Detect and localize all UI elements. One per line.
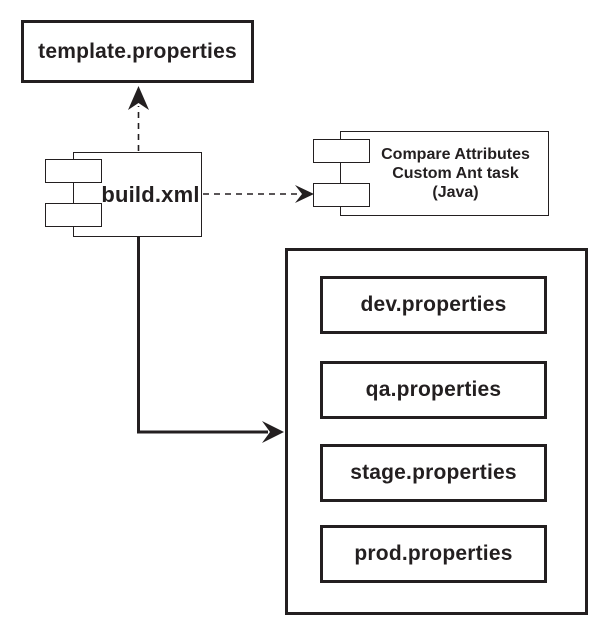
template-properties-label: template.properties [38, 39, 237, 63]
arrowhead-up-icon [128, 86, 149, 110]
prod-properties-label: prod.properties [354, 542, 513, 565]
arrowhead-right-solid-icon [262, 421, 284, 443]
qa-properties-label: qa.properties [365, 378, 502, 401]
template-properties-box: template.properties [21, 20, 254, 83]
qa-properties-box: qa.properties [320, 361, 547, 419]
build-xml-label: build.xml [101, 181, 200, 207]
prod-properties-box: prod.properties [320, 525, 547, 583]
ant-task-component-tab-bottom [313, 183, 370, 207]
ant-task-label-line2: Custom Ant task [392, 165, 519, 182]
ant-task-label-line1: Compare Attributes [381, 146, 530, 163]
ant-task-component: Compare Attributes Custom Ant task (Java… [340, 131, 549, 216]
dev-properties-label: dev.properties [360, 293, 507, 316]
ant-task-label: Compare Attributes Custom Ant task (Java… [359, 145, 530, 202]
solid-line-build-to-environments [137, 237, 268, 434]
arrowhead-right-dashed-icon [295, 185, 314, 203]
stage-properties-label: stage.properties [350, 461, 517, 484]
stage-properties-box: stage.properties [320, 444, 547, 502]
ant-task-component-tab-top [313, 139, 370, 163]
dev-properties-box: dev.properties [320, 276, 547, 334]
build-xml-component-tab-top [45, 159, 102, 183]
build-xml-component-tab-bottom [45, 203, 102, 227]
ant-task-label-line3: (Java) [432, 184, 479, 201]
